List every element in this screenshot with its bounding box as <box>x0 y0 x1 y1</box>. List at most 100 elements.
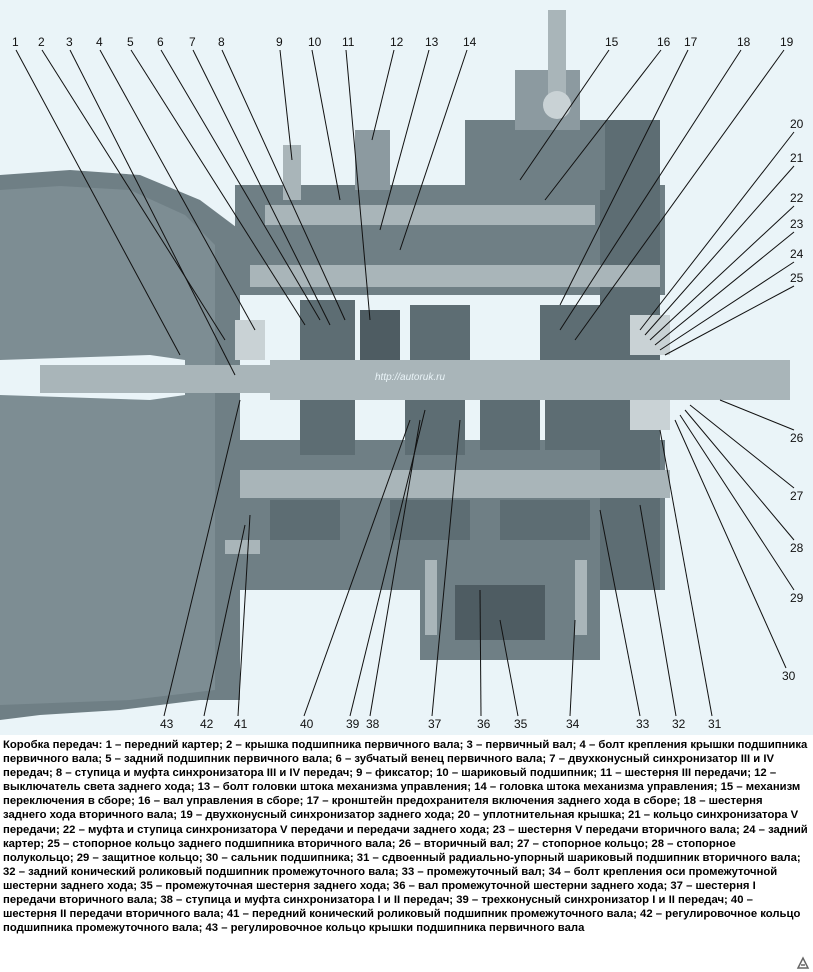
callout-leader-31 <box>659 429 713 717</box>
callout-number-29: 29 <box>790 591 804 605</box>
counter-gear-b <box>390 500 470 540</box>
callout-number-5: 5 <box>127 35 134 49</box>
callout-number-35: 35 <box>514 717 528 731</box>
callout-number-11: 11 <box>342 35 355 49</box>
callout-number-6: 6 <box>157 35 164 49</box>
callout-number-32: 32 <box>672 717 686 731</box>
callout-leader-14 <box>399 49 468 251</box>
control-shaft-rod <box>548 10 566 110</box>
callout-number-37: 37 <box>428 717 442 731</box>
callout-leader-12 <box>371 49 395 141</box>
callout-number-39: 39 <box>346 717 360 731</box>
callout-number-27: 27 <box>790 489 804 503</box>
callout-number-8: 8 <box>218 35 225 49</box>
callout-number-41: 41 <box>234 717 248 731</box>
callout-number-19: 19 <box>780 35 794 49</box>
corner-logo-icon <box>796 956 810 969</box>
callout-number-15: 15 <box>605 35 619 49</box>
callout-number-18: 18 <box>737 35 751 49</box>
callout-number-38: 38 <box>366 717 380 731</box>
front-bearing <box>235 320 265 360</box>
callout-number-13: 13 <box>425 35 439 49</box>
callout-number-3: 3 <box>66 35 73 49</box>
callout-leader-20 <box>639 131 795 331</box>
gear-5 <box>540 305 600 360</box>
callout-leader-38 <box>369 419 421 717</box>
callout-number-42: 42 <box>200 717 214 731</box>
callout-leader-25 <box>664 285 795 356</box>
callout-number-2: 2 <box>38 35 45 49</box>
callout-leader-5 <box>130 49 306 326</box>
callout-leader-17 <box>559 49 689 306</box>
callout-leader-29 <box>679 414 795 591</box>
callout-number-17: 17 <box>684 35 698 49</box>
callout-number-20: 20 <box>790 117 804 131</box>
front-housing-inner <box>0 186 215 705</box>
callout-leader-7 <box>192 49 331 326</box>
watermark: http://autoruk.ru <box>375 372 445 383</box>
callout-leader-23 <box>654 231 795 346</box>
callout-leader-4 <box>99 49 256 331</box>
selector-rod <box>265 205 595 225</box>
callout-leader-15 <box>519 49 610 181</box>
input-shaft <box>40 365 290 393</box>
callout-number-14: 14 <box>463 35 477 49</box>
callout-number-12: 12 <box>390 35 404 49</box>
gear-2 <box>405 400 465 455</box>
shift-cover <box>465 120 605 190</box>
shift-ball <box>543 91 571 119</box>
callout-number-31: 31 <box>708 717 722 731</box>
callout-leader-34 <box>569 619 576 717</box>
output-shaft <box>270 360 790 400</box>
callout-number-4: 4 <box>96 35 103 49</box>
callout-number-23: 23 <box>790 217 804 231</box>
front-bolt <box>225 540 260 554</box>
callout-leader-41 <box>237 514 251 717</box>
figure-caption: Коробка передач: 1 – передний картер; 2 … <box>3 739 808 935</box>
callout-number-16: 16 <box>657 35 671 49</box>
callout-leader-36 <box>479 589 482 717</box>
gear-1 <box>300 400 355 455</box>
callout-number-24: 24 <box>790 247 804 261</box>
callout-leader-21 <box>644 165 795 336</box>
callout-leader-6 <box>160 49 321 321</box>
callout-leader-11 <box>345 49 371 321</box>
callout-number-1: 1 <box>12 35 19 49</box>
callout-leader-33 <box>599 509 641 717</box>
callout-number-21: 21 <box>790 151 804 165</box>
callout-leader-19 <box>574 49 785 341</box>
idler-bolt-left <box>425 560 437 635</box>
rear-bearing-lower <box>630 400 670 430</box>
callout-number-10: 10 <box>308 35 322 49</box>
callout-leader-13 <box>379 49 430 231</box>
gear-sync-34 <box>360 310 400 360</box>
callout-leader-43 <box>163 399 241 717</box>
callout-leader-22 <box>649 205 795 341</box>
idler-bolt-right <box>575 560 587 635</box>
detent <box>283 145 301 200</box>
counter-gear-c <box>500 500 590 540</box>
callout-leader-9 <box>279 49 293 161</box>
callout-leader-35 <box>499 619 519 717</box>
callout-number-40: 40 <box>300 717 314 731</box>
callout-leader-1 <box>15 49 181 356</box>
callout-leader-10 <box>311 49 341 201</box>
callout-number-33: 33 <box>636 717 650 731</box>
callout-leader-27 <box>689 404 795 489</box>
callout-number-9: 9 <box>276 35 283 49</box>
gear-rev <box>480 400 540 450</box>
rear-bearing <box>630 315 670 355</box>
callout-number-25: 25 <box>790 271 804 285</box>
callout-leader-42 <box>203 524 246 717</box>
callout-leader-39 <box>349 409 426 717</box>
callout-number-26: 26 <box>790 431 804 445</box>
callout-number-7: 7 <box>189 35 196 49</box>
callout-leader-8 <box>221 49 346 321</box>
callout-leader-40 <box>303 419 411 717</box>
callout-number-28: 28 <box>790 541 804 555</box>
callout-number-22: 22 <box>790 191 804 205</box>
callout-number-30: 30 <box>782 669 796 683</box>
gear-4 <box>410 305 470 360</box>
